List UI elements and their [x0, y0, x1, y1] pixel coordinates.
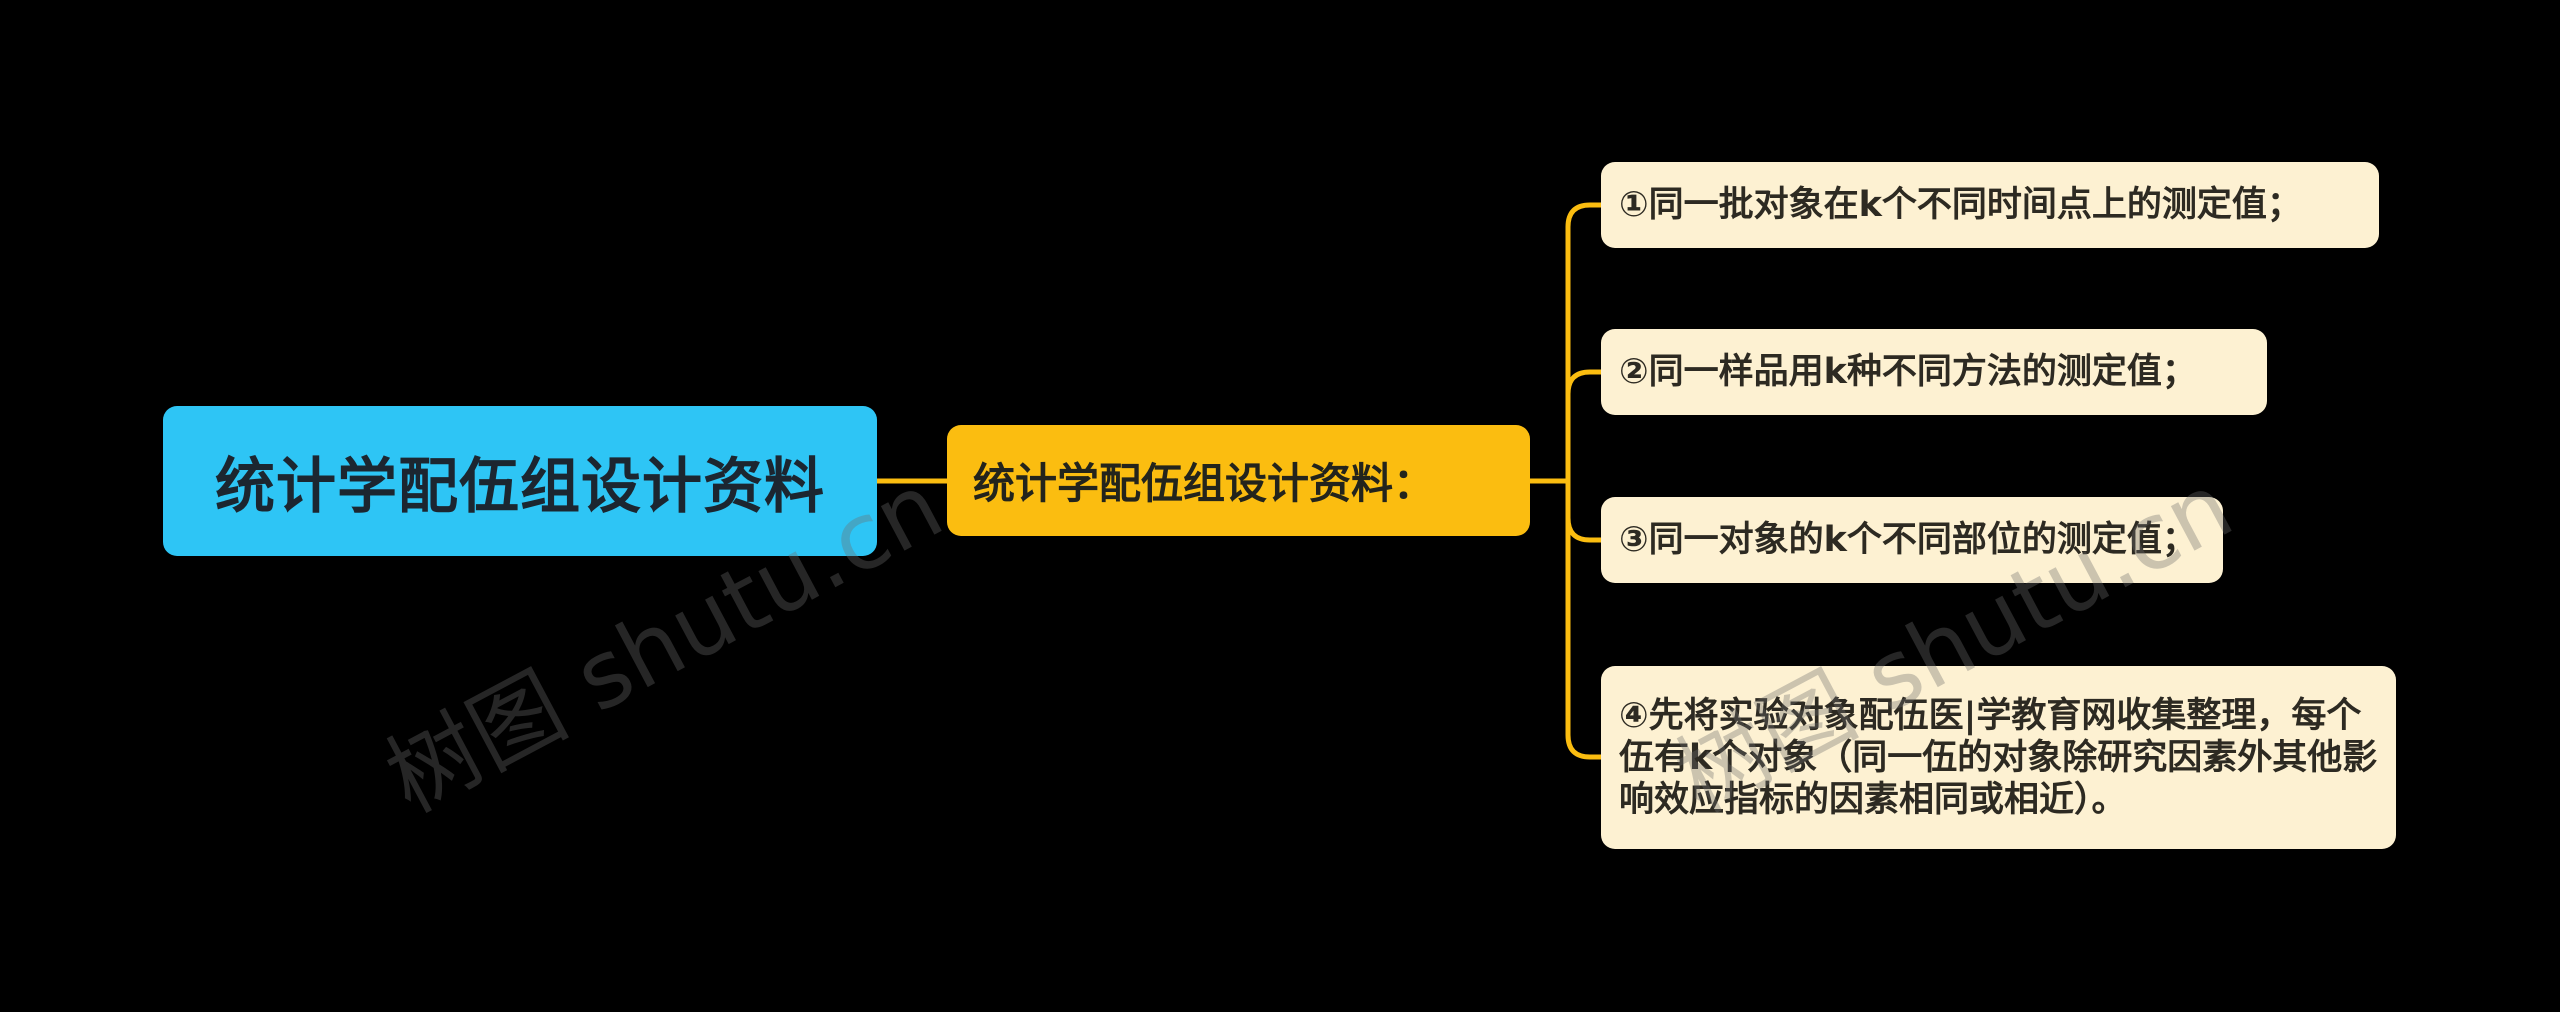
root-node[interactable]: 统计学配伍组设计资料 — [163, 406, 877, 556]
leaf-connector-4 — [1565, 481, 1601, 760]
leaf-node-label: ③同一对象的k个不同部位的测定值； — [1619, 520, 2197, 560]
leaf-node-label: ②同一样品用k种不同方法的测定值； — [1619, 352, 2197, 392]
leaf-connector-2 — [1565, 369, 1601, 481]
leaf-node-3[interactable]: ③同一对象的k个不同部位的测定值； — [1601, 497, 2223, 583]
branch-node-label: 统计学配伍组设计资料： — [973, 459, 1436, 508]
leaf-node-label: ④先将实验对象配伍医|学教育网收集整理，每个伍有k个对象（同一伍的对象除研究因素… — [1619, 695, 2378, 820]
root-node-label: 统计学配伍组设计资料 — [215, 451, 825, 522]
leaf-node-2[interactable]: ②同一样品用k种不同方法的测定值； — [1601, 329, 2267, 415]
leaf-node-1[interactable]: ①同一批对象在k个不同时间点上的测定值； — [1601, 162, 2379, 248]
branch-node[interactable]: 统计学配伍组设计资料： — [947, 425, 1530, 536]
leaf-connector-3 — [1565, 481, 1601, 543]
leaf-node-label: ①同一批对象在k个不同时间点上的测定值； — [1619, 185, 2302, 225]
leaf-node-4[interactable]: ④先将实验对象配伍医|学教育网收集整理，每个伍有k个对象（同一伍的对象除研究因素… — [1601, 666, 2396, 849]
leaf-connector-1 — [1565, 202, 1601, 481]
